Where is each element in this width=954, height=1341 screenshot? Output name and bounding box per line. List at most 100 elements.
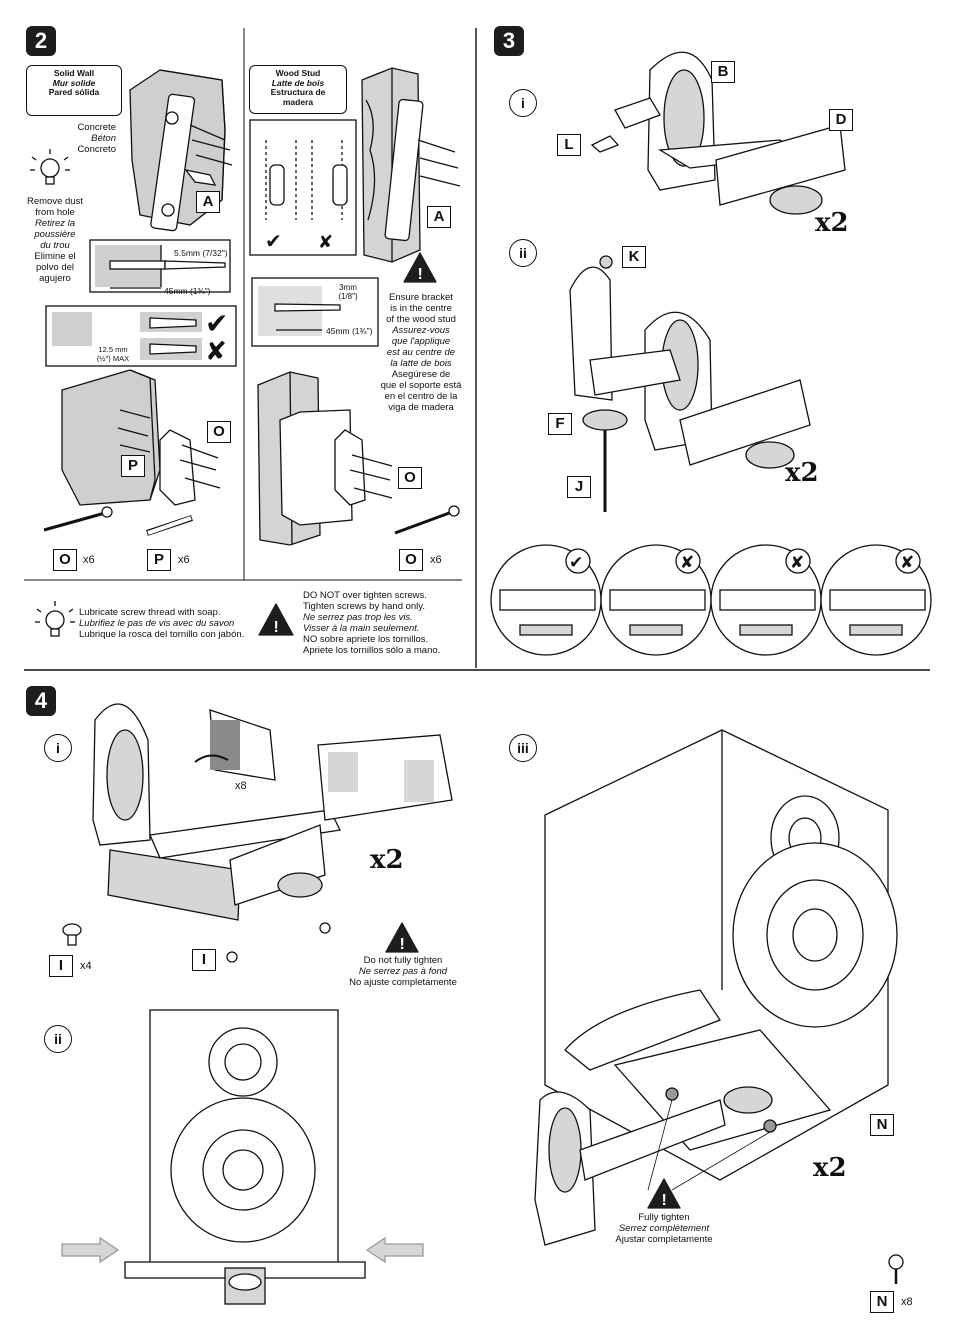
dust-es-3: agujero <box>39 273 71 284</box>
dust-fr-2: poussière <box>34 229 76 240</box>
count-o2-value: x6 <box>430 554 442 566</box>
count-p-part: P <box>147 549 171 571</box>
step3-quantity-a: x2 <box>815 208 849 238</box>
not-fully-es: No ajuste completamente <box>349 977 457 988</box>
count-n-value: x8 <box>901 1296 913 1308</box>
ensure-fr-2: que l'applique <box>391 336 451 347</box>
dust-fr-3: du trou <box>40 240 70 251</box>
svg-text:✘: ✘ <box>318 232 333 253</box>
svg-text:!: ! <box>662 1192 667 1209</box>
solid-wall-en: Solid Wall <box>53 68 95 78</box>
pads-count: x8 <box>235 780 247 792</box>
wood-stud-label: Wood Stud Latte de bois Estructura de ma… <box>249 65 347 114</box>
not-fully-tighten-note: Do not fully tighten Ne serrez pas à fon… <box>338 955 468 988</box>
overtighten-fr-1: Ne serrez pas trop les vis. <box>303 612 413 623</box>
lightbulb-icon <box>30 149 70 185</box>
svg-text:✔: ✔ <box>265 229 282 253</box>
count-i-part: I <box>49 955 73 977</box>
ensure-fr-4: la latte de bois <box>390 358 452 369</box>
part-k-label: K <box>622 246 646 268</box>
part-a-label: A <box>196 191 220 213</box>
wood-stud-mount-drawing <box>257 371 460 546</box>
step-4-badge: 4 <box>26 686 56 716</box>
speaker-front-drawing <box>61 1009 424 1305</box>
warning-icon: ! <box>385 922 419 953</box>
step-3-badge: 3 <box>494 26 524 56</box>
part-n-label: N <box>870 1114 894 1136</box>
ensure-fr-1: Assurez-vous <box>392 325 450 336</box>
solid-wall-mount-drawing <box>43 369 221 536</box>
concrete-label: Concrete Béton Concreto <box>60 122 116 155</box>
count-i-value: x4 <box>80 960 92 972</box>
step3-quantity-b: x2 <box>785 458 819 488</box>
part-j-label: J <box>567 476 591 498</box>
dust-fr-1: Retirez la <box>34 218 76 229</box>
part-a-label-stud: A <box>427 206 451 228</box>
solid-wall-fr: Mur solide <box>52 77 96 88</box>
dust-es-1: Elimine el <box>34 251 76 262</box>
bracket-assembly-ii <box>569 255 811 512</box>
bracket-assembly-4i <box>92 703 453 963</box>
max-depth-mm: 12.5 mm <box>98 345 128 354</box>
count-o-part: O <box>53 549 77 571</box>
svg-text:✘: ✘ <box>790 553 804 573</box>
warning-icon: ! <box>647 1178 681 1209</box>
wood-stud-en: Wood Stud <box>275 68 321 78</box>
step4-quantity-a: x2 <box>370 845 404 875</box>
svg-text:!: ! <box>418 266 423 283</box>
lubricate-note: Lubricate screw thread with soap. Lubrif… <box>79 607 244 640</box>
ensure-es-1: Asegúrese de <box>391 369 451 380</box>
ensure-fr-3: est au centre de <box>386 347 456 358</box>
overtighten-note: DO NOT over tighten screws. Tighten scre… <box>303 590 440 656</box>
dust-en-1: Remove dust <box>27 196 83 207</box>
svg-text:✔: ✔ <box>205 307 228 340</box>
step4-sub-i: i <box>44 734 72 762</box>
remove-dust-note: Remove dust from hole Retirez la poussiè… <box>20 196 90 284</box>
concrete-fr: Béton <box>91 133 116 144</box>
wood-stud-es-2: madera <box>282 96 314 107</box>
lightbulb-icon <box>35 601 75 637</box>
step-2-badge: 2 <box>26 26 56 56</box>
count-p-value: x6 <box>178 554 190 566</box>
max-depth-label: 12.5 mm (½") MAX <box>86 345 140 363</box>
wood-stud-es-1: Estructura de <box>270 87 326 97</box>
part-l-label: L <box>557 134 581 156</box>
overtighten-en-1: DO NOT over tighten screws. <box>303 590 427 601</box>
solid-wall-es: Pared sólida <box>48 87 100 97</box>
not-fully-fr: Ne serrez pas à fond <box>358 966 448 977</box>
thread-check-circles: ✔ ✘ ✘ ✘ <box>490 544 932 656</box>
svg-text:✘: ✘ <box>900 553 914 573</box>
lubricate-es: Lubrique la rosca del tornillo con jabón… <box>79 629 245 640</box>
stud-3mm-label: 3mm (1/8") <box>330 283 366 301</box>
part-b-label: B <box>711 61 735 83</box>
svg-text:✘: ✘ <box>680 553 694 573</box>
lubricate-en: Lubricate screw thread with soap. <box>79 607 221 618</box>
bracket-assembly-i <box>590 51 846 215</box>
warning-icon: ! <box>403 252 437 283</box>
step3-sub-i: i <box>509 89 537 117</box>
ensure-es-2: que el soporte está <box>380 380 462 391</box>
ensure-en-3: of the wood stud <box>386 314 456 325</box>
dust-en-2: from hole <box>35 207 75 218</box>
step3-sub-ii: ii <box>509 239 537 267</box>
count-o2-part: O <box>399 549 423 571</box>
part-o-label: O <box>207 421 231 443</box>
svg-text:✘: ✘ <box>205 337 227 367</box>
drill-size-label: 5.5mm (7/32") <box>174 248 228 258</box>
stud-depth-label: 45mm (1¾") <box>326 326 373 336</box>
solid-wall-drawing <box>129 69 233 232</box>
fully-tighten-note: Fully tighten Serrez complètement Ajusta… <box>600 1212 728 1245</box>
anchor-depth-diagram: ✔ ✘ <box>45 305 237 367</box>
ensure-en-2: is in the centre <box>390 303 452 314</box>
speaker-box-drawing <box>534 729 898 1246</box>
part-i-label: I <box>192 949 216 971</box>
drill-depth-label: 45mm (1¾") <box>164 286 211 296</box>
overtighten-fr-2: Visser à la main seulement. <box>303 623 420 634</box>
stud-3mm-in: (1/8") <box>338 292 358 301</box>
stud-depth-diagram <box>251 277 379 347</box>
concrete-en: Concrete <box>77 122 116 133</box>
not-fully-en: Do not fully tighten <box>363 955 443 966</box>
part-f-label: F <box>548 413 572 435</box>
ensure-es-3: en el centro de la <box>384 391 458 402</box>
